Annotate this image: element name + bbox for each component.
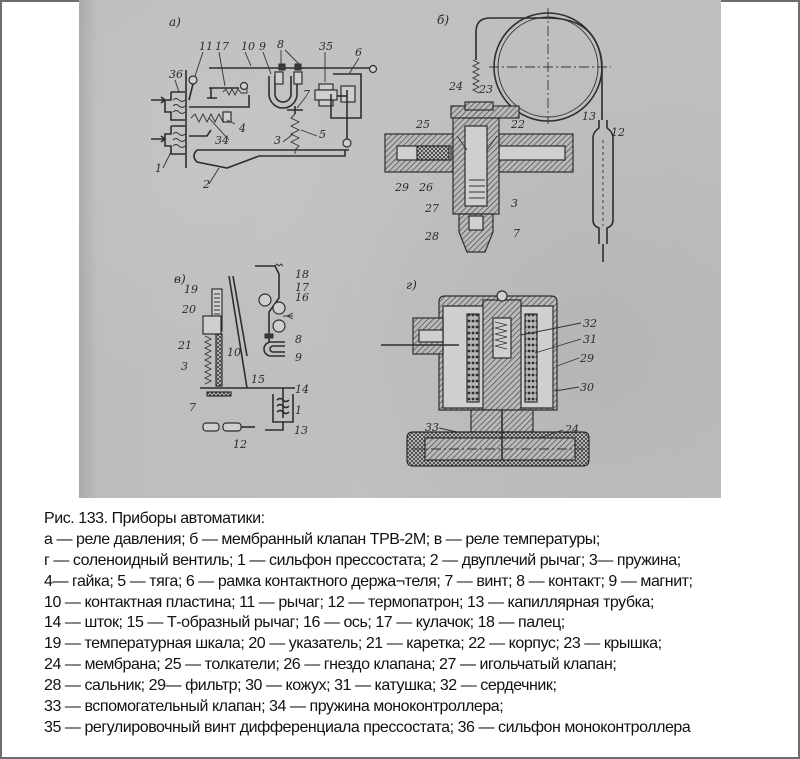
panel-g-callouts: 32 31 29 30 33 24 xyxy=(425,317,597,436)
svg-text:3: 3 xyxy=(181,360,188,373)
panel-b-callouts: 24 23 13 25 22 12 29 26 27 3 28 7 xyxy=(394,80,625,243)
svg-text:8: 8 xyxy=(295,333,302,346)
panel-g-solenoid-valve: г) 32 31 29 xyxy=(381,278,597,467)
svg-text:7: 7 xyxy=(189,401,196,414)
svg-text:3: 3 xyxy=(511,197,518,210)
svg-text:27: 27 xyxy=(424,202,439,215)
svg-text:16: 16 xyxy=(295,291,309,304)
caption-line: 24 — мембрана; 25 — толкатели; 26 — гнез… xyxy=(44,656,617,674)
svg-text:6: 6 xyxy=(355,46,362,59)
caption-line: 19 — температурная шкала; 20 — указатель… xyxy=(44,635,662,653)
svg-text:2: 2 xyxy=(202,178,210,191)
svg-text:7: 7 xyxy=(513,227,520,240)
svg-text:13: 13 xyxy=(294,424,308,437)
svg-text:1: 1 xyxy=(295,404,302,417)
svg-text:36: 36 xyxy=(169,68,183,81)
panel-b-membrane-valve: б) xyxy=(384,8,625,262)
svg-text:34: 34 xyxy=(215,134,229,147)
svg-text:24: 24 xyxy=(448,80,463,93)
svg-text:26: 26 xyxy=(418,181,433,194)
svg-text:31: 31 xyxy=(583,333,597,346)
svg-text:28: 28 xyxy=(424,230,439,243)
svg-text:4: 4 xyxy=(238,122,246,135)
svg-text:18: 18 xyxy=(295,268,309,281)
svg-text:14: 14 xyxy=(295,383,309,396)
svg-text:15: 15 xyxy=(251,373,265,386)
caption-line: 14 — шток; 15 — Т-образный рычаг; 16 — о… xyxy=(44,614,565,632)
panel-v-callouts: 18 17 16 19 20 8 21 10 9 3 15 14 7 1 13 … xyxy=(177,268,309,451)
caption-line: 35 — регулировочный винт дифференциала п… xyxy=(44,718,691,736)
svg-text:5: 5 xyxy=(319,128,326,141)
svg-text:11: 11 xyxy=(199,40,213,53)
caption-line: 28 — сальник; 29— фильтр; 30 — кожух; 31… xyxy=(44,677,557,695)
svg-text:в): в) xyxy=(174,272,186,286)
svg-text:9: 9 xyxy=(295,351,302,364)
svg-text:25: 25 xyxy=(415,118,430,131)
svg-text:3: 3 xyxy=(274,134,281,147)
svg-text:10: 10 xyxy=(227,346,241,359)
figure-drawings: а) xyxy=(151,8,625,467)
svg-text:19: 19 xyxy=(184,283,198,296)
caption-title: Рис. 133. Приборы автоматики: xyxy=(44,510,265,527)
svg-text:1: 1 xyxy=(155,162,162,175)
svg-text:7: 7 xyxy=(303,88,310,101)
svg-text:33: 33 xyxy=(425,421,439,434)
svg-text:12: 12 xyxy=(611,126,625,139)
svg-text:б): б) xyxy=(437,13,449,27)
panel-v-temperature-relay: в) xyxy=(174,263,309,451)
svg-text:г): г) xyxy=(406,278,417,292)
caption-line: г — соленоидный вентиль; 1 — сильфон пре… xyxy=(44,551,681,569)
svg-text:29: 29 xyxy=(394,181,409,194)
svg-text:10: 10 xyxy=(241,40,255,53)
svg-text:12: 12 xyxy=(233,438,247,451)
svg-text:17: 17 xyxy=(215,40,229,53)
caption-line: 4— гайка; 5 — тяга; 6 — рамка контактног… xyxy=(44,572,693,590)
svg-text:23: 23 xyxy=(478,83,493,96)
caption-line: а — реле давления; б — мембранный клапан… xyxy=(44,530,600,548)
svg-text:22: 22 xyxy=(510,118,525,131)
svg-text:35: 35 xyxy=(319,40,333,53)
svg-text:9: 9 xyxy=(259,40,266,53)
svg-text:8: 8 xyxy=(277,38,284,51)
panel-a-callouts: 11 17 10 9 8 35 6 36 7 4 34 5 3 1 2 xyxy=(155,38,362,191)
figure-scan: а) xyxy=(79,0,721,498)
svg-text:30: 30 xyxy=(580,381,594,394)
svg-text:32: 32 xyxy=(583,317,597,330)
figure-caption: Рис. 133. Приборы автоматики: а — реле д… xyxy=(44,509,794,739)
svg-text:17: 17 xyxy=(295,281,309,294)
svg-text:21: 21 xyxy=(177,339,192,352)
svg-text:13: 13 xyxy=(582,110,596,123)
svg-text:29: 29 xyxy=(579,352,594,365)
svg-text:24: 24 xyxy=(564,423,579,436)
caption-line: 33 — вспомогательный клапан; 34 — пружин… xyxy=(44,698,504,716)
panel-a-label: а) xyxy=(169,15,181,29)
caption-line: 10 — контактная пластина; 11 — рычаг; 12… xyxy=(44,593,654,611)
panel-a-pressure-relay: а) xyxy=(151,15,378,191)
svg-text:20: 20 xyxy=(181,303,196,316)
